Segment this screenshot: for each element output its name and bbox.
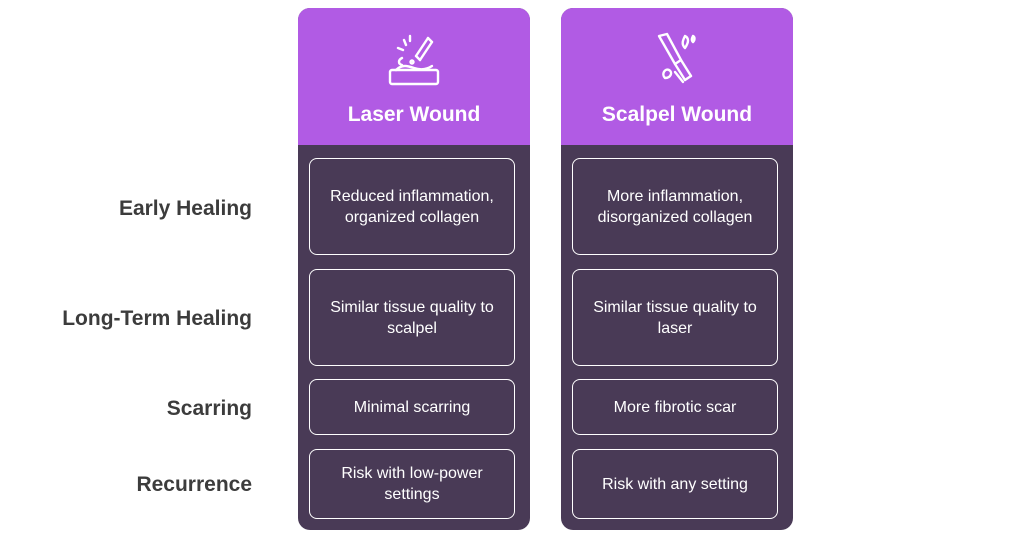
scalpel-wound-header: Scalpel Wound [561,8,793,145]
laser-recurrence-cell: Risk with low-power settings [309,449,515,519]
scalpel-wound-icon [657,32,696,84]
scalpel-scarring-cell: More fibrotic scar [572,379,778,435]
laser-long-term-healing-cell: Similar tissue quality to scalpel [309,269,515,366]
row-label-long-term-healing: Long-Term Healing [62,306,252,330]
scalpel-long-term-healing-cell: Similar tissue quality to laser [572,269,778,366]
row-label-early-healing: Early Healing [118,196,252,220]
laser-wound-column: Laser Wound Reduced inflammation, organi… [298,8,530,530]
scalpel-early-healing-cell: More inflammation, disorganized collagen [572,158,778,255]
laser-scarring-cell: Minimal scarring [309,379,515,435]
laser-wound-title: Laser Wound [347,103,481,126]
scalpel-wound-title: Scalpel Wound [601,103,753,126]
laser-wound-header: Laser Wound [298,8,530,145]
scalpel-wound-column: Scalpel Wound More inflammation, disorga… [561,8,793,530]
row-label-scarring: Scarring [166,396,252,420]
scalpel-recurrence-cell: Risk with any setting [572,449,778,519]
laser-early-healing-cell: Reduced inflammation, organized collagen [309,158,515,255]
row-label-recurrence: Recurrence [136,472,252,496]
laser-wound-icon [388,34,440,86]
